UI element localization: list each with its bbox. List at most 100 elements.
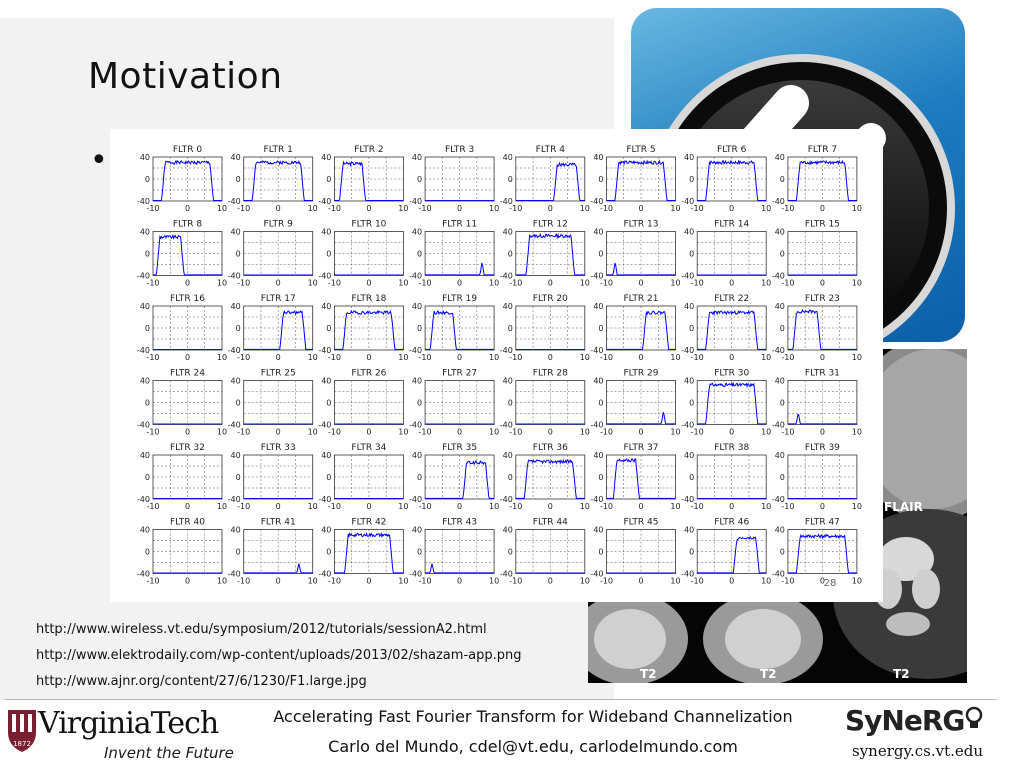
series-trace	[787, 533, 857, 574]
x-tick-label: -10	[328, 279, 341, 288]
x-tick-label: -10	[781, 428, 794, 437]
series-trace	[606, 458, 676, 499]
x-tick-label: 0	[820, 279, 825, 288]
x-tick-label: 10	[670, 502, 680, 511]
x-tick-label: 0	[729, 353, 734, 362]
y-tick-label: 0	[326, 175, 331, 184]
y-tick-label: 40	[321, 228, 331, 237]
x-tick-label: -10	[781, 502, 794, 511]
x-tick-label: 10	[308, 577, 318, 586]
x-tick-label: 10	[852, 279, 862, 288]
series-trace	[425, 262, 495, 276]
x-tick-label: 10	[670, 353, 680, 362]
x-tick-label: -10	[509, 502, 522, 511]
x-tick-label: -10	[691, 577, 704, 586]
y-tick-label: 0	[780, 250, 785, 259]
panel-title: FLTR 5	[626, 145, 655, 155]
x-tick-label: -10	[781, 577, 794, 586]
x-tick-label: 0	[729, 279, 734, 288]
panel-title: FLTR 47	[805, 518, 840, 528]
x-tick-label: -10	[146, 428, 159, 437]
reference-link[interactable]: http://www.ajnr.org/content/27/6/1230/F1…	[36, 674, 367, 689]
y-tick-label: -40	[137, 570, 150, 579]
y-tick-label: -40	[409, 495, 422, 504]
y-tick-label: 40	[684, 228, 694, 237]
y-tick-label: 40	[321, 302, 331, 311]
panel-title: FLTR 31	[805, 369, 840, 379]
y-tick-label: -40	[409, 570, 422, 579]
y-tick-label: 0	[236, 399, 241, 408]
x-tick-label: -10	[328, 502, 341, 511]
panel-title: FLTR 28	[533, 369, 568, 379]
x-tick-label: 10	[398, 279, 408, 288]
reference-link[interactable]: http://www.wireless.vt.edu/symposium/201…	[36, 622, 487, 637]
vt-wordmark: VirginiaTech	[38, 706, 219, 741]
panel-title: FLTR 27	[442, 369, 477, 379]
y-tick-label: 0	[326, 250, 331, 259]
x-tick-label: 10	[308, 353, 318, 362]
y-tick-label: 40	[775, 526, 785, 535]
y-tick-label: -40	[409, 197, 422, 206]
y-tick-label: 0	[508, 548, 513, 557]
x-tick-label: 0	[729, 204, 734, 213]
y-tick-label: 0	[689, 548, 694, 557]
panel-title: FLTR 19	[442, 294, 477, 304]
panel-title: FLTR 24	[170, 369, 205, 379]
y-tick-label: -40	[409, 272, 422, 281]
x-tick-label: 0	[185, 353, 190, 362]
panel-title: FLTR 13	[623, 220, 658, 230]
x-tick-label: 0	[366, 577, 371, 586]
vt-tagline: Invent the Future	[104, 744, 234, 762]
x-tick-label: 10	[217, 428, 227, 437]
reference-link[interactable]: http://www.elektrodaily.com/wp-content/u…	[36, 648, 522, 663]
x-tick-label: 0	[729, 502, 734, 511]
series-trace	[606, 310, 676, 350]
y-tick-label: 40	[593, 153, 603, 162]
x-tick-label: 0	[185, 577, 190, 586]
x-tick-label: 10	[489, 204, 499, 213]
x-tick-label: 0	[820, 353, 825, 362]
y-tick-label: 0	[236, 250, 241, 259]
y-tick-label: 40	[684, 451, 694, 460]
y-tick-label: 40	[412, 302, 422, 311]
y-tick-label: -40	[500, 570, 513, 579]
y-tick-label: 0	[508, 175, 513, 184]
x-tick-label: 0	[638, 502, 643, 511]
x-tick-label: 10	[580, 502, 590, 511]
y-tick-label: 0	[417, 548, 422, 557]
synergy-wordmark: SyNeRG	[845, 704, 965, 737]
x-tick-label: -10	[419, 502, 432, 511]
x-tick-label: 0	[457, 577, 462, 586]
x-tick-label: 10	[217, 502, 227, 511]
x-tick-label: 0	[366, 428, 371, 437]
series-trace	[697, 309, 767, 350]
y-tick-label: 0	[508, 399, 513, 408]
y-tick-label: -40	[590, 272, 603, 281]
y-tick-label: 40	[775, 377, 785, 386]
x-tick-label: 10	[489, 353, 499, 362]
panel-title: FLTR 12	[533, 220, 568, 230]
y-tick-label: -40	[772, 570, 785, 579]
panel-title: FLTR 21	[623, 294, 658, 304]
x-tick-label: 0	[729, 577, 734, 586]
x-tick-label: -10	[781, 353, 794, 362]
y-tick-label: 40	[140, 526, 150, 535]
x-tick-label: 0	[457, 204, 462, 213]
series-trace	[606, 262, 676, 276]
x-tick-label: 10	[308, 279, 318, 288]
y-tick-label: -40	[590, 570, 603, 579]
panel-title: FLTR 42	[351, 518, 386, 528]
x-tick-label: -10	[509, 279, 522, 288]
x-tick-label: 0	[276, 204, 281, 213]
x-tick-label: 10	[761, 353, 771, 362]
y-tick-label: 0	[145, 324, 150, 333]
x-tick-label: 0	[276, 577, 281, 586]
y-tick-label: -40	[590, 495, 603, 504]
y-tick-label: 0	[326, 548, 331, 557]
panel-title: FLTR 44	[533, 518, 568, 528]
y-tick-label: 40	[231, 228, 241, 237]
panel-title: FLTR 17	[261, 294, 296, 304]
x-tick-label: 0	[820, 577, 825, 586]
y-tick-label: 0	[508, 250, 513, 259]
panel-title: FLTR 46	[714, 518, 749, 528]
